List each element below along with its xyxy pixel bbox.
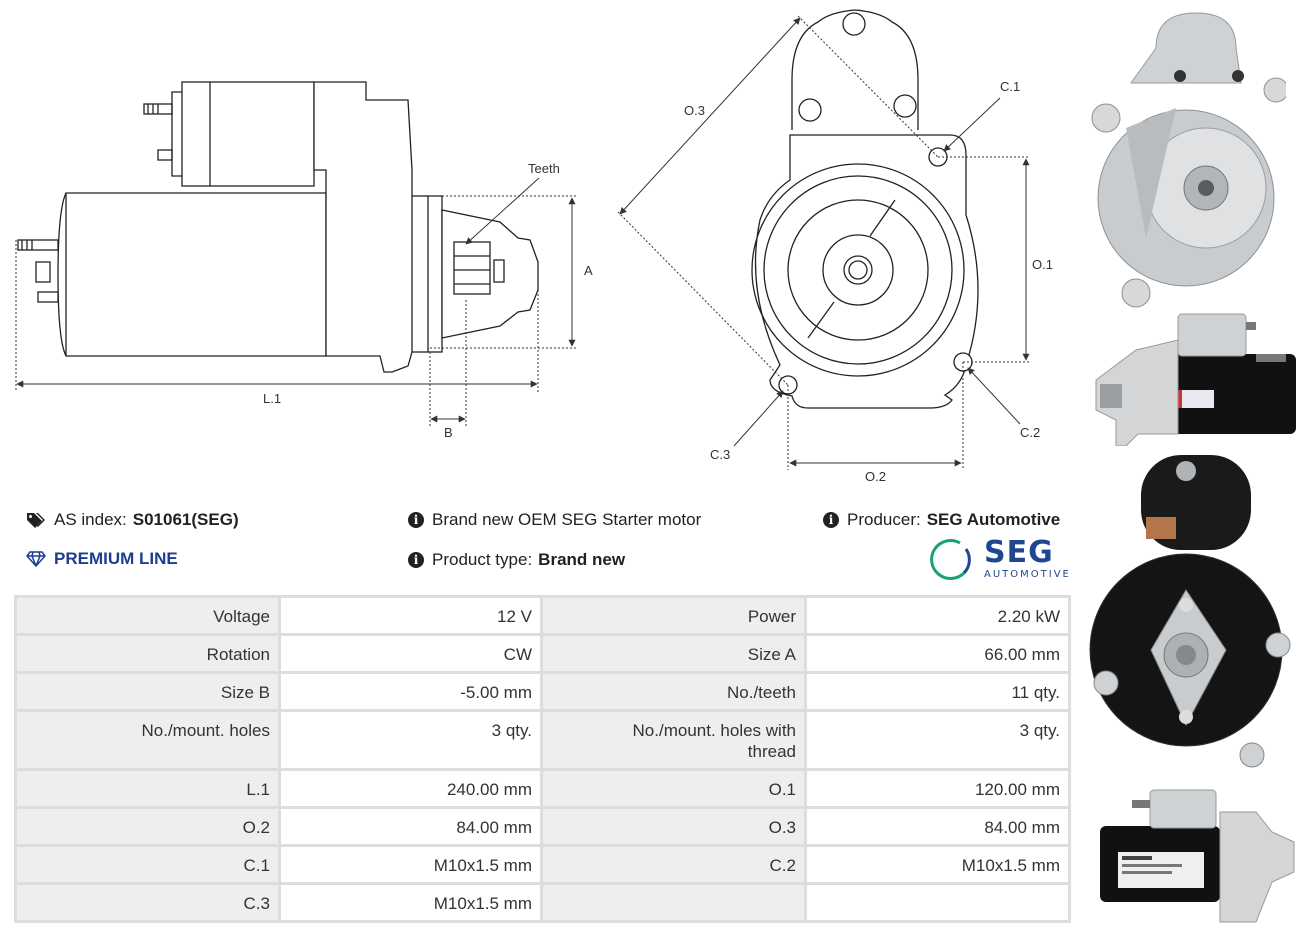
as-index-value: S01061(SEG) [132,510,239,529]
label-c1: C.1 [1000,79,1020,94]
label-l1: L.1 [263,391,281,406]
table-row: O.2 84.00 mm O.3 84.00 mm [14,806,1071,847]
spec-value: 2.20 kW [804,595,1071,636]
spec-value: CW [278,633,543,674]
product-type-label: Product type: [432,550,533,569]
spec-key: No./teeth [540,671,807,712]
spec-key: O.2 [14,806,281,847]
product-type: i Product type: Brand new [408,550,625,570]
info-circle-icon: i [823,512,839,528]
spec-value: 11 qty. [804,671,1071,712]
label-teeth: Teeth [528,161,560,176]
spec-value: 84.00 mm [804,806,1071,847]
table-row: Voltage 12 V Power 2.20 kW [14,595,1071,636]
spec-value [804,882,1071,923]
producer-value: SEG Automotive [926,510,1061,529]
spec-value: M10x1.5 mm [278,882,543,923]
description-text: Brand new OEM SEG Starter motor [432,510,702,529]
seg-automotive-logo: SEG AUTOMOTIVE [930,537,1071,581]
spec-value: 240.00 mm [278,768,543,809]
product-photo-rear [1089,455,1291,768]
spec-value: 66.00 mm [804,633,1071,674]
spec-key: O.3 [540,806,807,847]
spec-key: No./mount. holes with thread [540,709,807,771]
table-row: Size B -5.00 mm No./teeth 11 qty. [14,671,1071,712]
technical-drawings: Teeth A B L.1 O.3 C.1 [15,9,1053,484]
spec-key: O.1 [540,768,807,809]
spec-key: C.3 [14,882,281,923]
as-index-label: AS index: [54,510,127,529]
producer: i Producer: SEG Automotive [823,510,1060,530]
spec-value: M10x1.5 mm [278,844,543,885]
spec-key: L.1 [14,768,281,809]
info-circle-icon: i [408,552,424,568]
product-photo-side [1095,313,1296,446]
info-circle-icon: i [408,512,424,528]
logo-subtext: AUTOMOTIVE [984,569,1071,580]
label-c2: C.2 [1020,425,1040,440]
spec-value: 3 qty. [278,709,543,771]
spec-key: Rotation [14,633,281,674]
spec-value: 84.00 mm [278,806,543,847]
table-row: Rotation CW Size A 66.00 mm [14,633,1071,674]
table-row: No./mount. holes 3 qty. No./mount. holes… [14,709,1071,771]
product-photo-side-label [1100,789,1295,923]
product-photo-front [1091,12,1286,308]
logo-text: SEG [984,535,1054,570]
spec-key: Power [540,595,807,636]
diamond-icon [26,551,46,567]
spec-key: Voltage [14,595,281,636]
spec-key: Size A [540,633,807,674]
producer-label: Producer: [847,510,921,529]
tags-icon [27,513,45,528]
premium-line-badge: PREMIUM LINE [26,549,178,569]
spec-key: C.1 [14,844,281,885]
label-o2: O.2 [865,469,886,484]
spec-value: 12 V [278,595,543,636]
spec-value: M10x1.5 mm [804,844,1071,885]
label-a: A [584,263,593,278]
label-c3: C.3 [710,447,730,462]
side-view-drawing [17,81,539,373]
label-b: B [444,425,453,440]
spec-value: -5.00 mm [278,671,543,712]
front-view-drawing [751,9,979,409]
table-row: C.3 M10x1.5 mm [14,882,1071,923]
spec-value: 120.00 mm [804,768,1071,809]
label-o3: O.3 [684,103,705,118]
spec-key: C.2 [540,844,807,885]
label-o1: O.1 [1032,257,1053,272]
spec-value: 3 qty. [804,709,1071,771]
as-index: AS index: S01061(SEG) [26,510,239,530]
spec-key: No./mount. holes [14,709,281,771]
product-type-value: Brand new [538,550,626,569]
spec-key [540,882,807,923]
spec-key: Size B [14,671,281,712]
specs-table: Voltage 12 V Power 2.20 kW Rotation CW S… [14,595,1071,923]
premium-line-label: PREMIUM LINE [54,549,178,568]
table-row: L.1 240.00 mm O.1 120.00 mm [14,768,1071,809]
table-row: C.1 M10x1.5 mm C.2 M10x1.5 mm [14,844,1071,885]
description: i Brand new OEM SEG Starter motor [408,510,701,530]
seg-logo-mark [930,539,971,580]
